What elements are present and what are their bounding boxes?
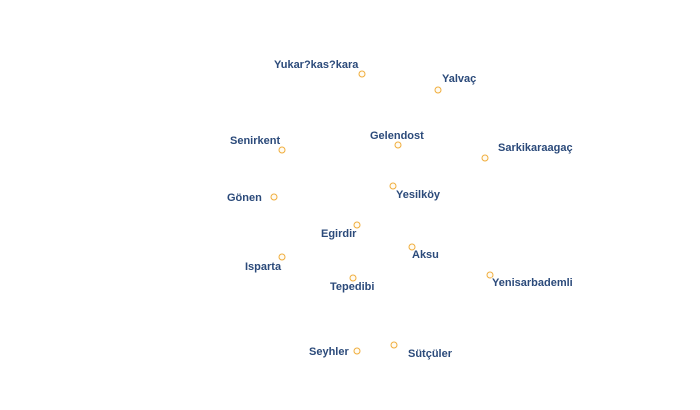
place-marker[interactable] xyxy=(390,341,398,349)
place-label: Yalvaç xyxy=(442,73,477,85)
place-label: Yukar?kas?kara xyxy=(274,59,359,71)
place-label: Gönen xyxy=(227,192,262,204)
place-label: Sarkikaraagaç xyxy=(498,142,573,154)
place-label: Senirkent xyxy=(230,135,281,147)
place-label: Isparta xyxy=(245,261,282,273)
place-marker[interactable] xyxy=(389,182,397,190)
place-marker[interactable] xyxy=(270,193,278,201)
place-marker[interactable] xyxy=(486,271,494,279)
place-marker[interactable] xyxy=(358,70,366,78)
place-marker[interactable] xyxy=(278,146,286,154)
place-marker[interactable] xyxy=(408,243,416,251)
place-label: Aksu xyxy=(412,249,439,261)
place-label: Yesilköy xyxy=(396,189,441,201)
place-marker[interactable] xyxy=(481,154,489,162)
place-marker[interactable] xyxy=(353,347,361,355)
place-label: Sütçüler xyxy=(408,348,453,360)
place-marker[interactable] xyxy=(434,86,442,94)
place-marker[interactable] xyxy=(349,274,357,282)
place-marker[interactable] xyxy=(278,253,286,261)
place-label: Egirdir xyxy=(321,228,357,240)
place-label: Gelendost xyxy=(370,130,424,142)
place-label: Seyhler xyxy=(309,346,349,358)
place-label: Yenisarbademli xyxy=(492,277,573,289)
place-marker[interactable] xyxy=(394,141,402,149)
place-marker[interactable] xyxy=(353,221,361,229)
place-label: Tepedibi xyxy=(330,281,375,293)
